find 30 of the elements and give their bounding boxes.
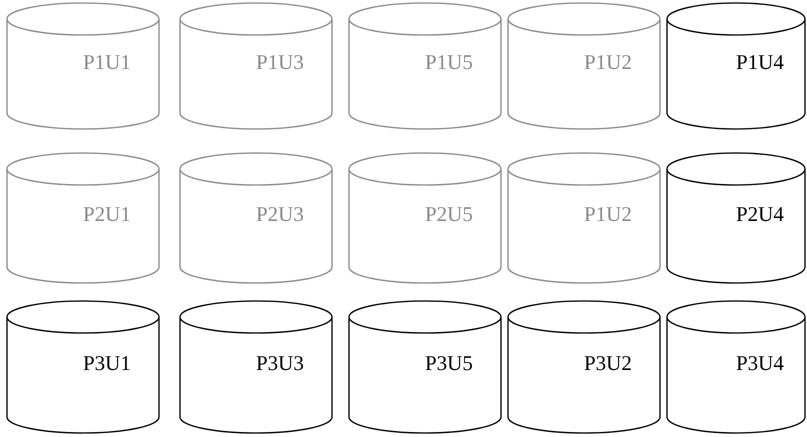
storage-cylinder <box>507 2 661 130</box>
cylinder-label: P1U1 <box>83 50 131 74</box>
storage-cylinder <box>6 152 160 284</box>
cylinder-label: P3U2 <box>584 351 632 375</box>
cylinder-label: P1U4 <box>736 50 784 74</box>
cylinder-label: P2U4 <box>736 202 784 226</box>
storage-cylinder <box>666 2 806 130</box>
storage-cylinder <box>666 152 806 284</box>
storage-cylinder <box>507 152 661 284</box>
cylinder-label: P2U1 <box>83 202 131 226</box>
cylinder-label: P1U3 <box>256 50 304 74</box>
cylinder-label: P2U5 <box>425 202 473 226</box>
cylinder-label: P1U5 <box>425 50 473 74</box>
cylinder-label: P3U5 <box>425 351 473 375</box>
cylinder-label: P1U2 <box>584 50 632 74</box>
cylinder-label: P3U3 <box>256 351 304 375</box>
storage-cylinder <box>507 300 661 434</box>
storage-cylinder <box>348 300 502 434</box>
cylinder-label: P3U4 <box>736 351 784 375</box>
cylinder-label: P3U1 <box>83 351 131 375</box>
storage-cylinder <box>179 300 333 434</box>
storage-cylinder <box>348 2 502 130</box>
cylinder-label: P2U3 <box>256 202 304 226</box>
storage-cylinder <box>6 300 160 434</box>
storage-cylinder <box>179 2 333 130</box>
storage-cylinder <box>666 300 806 434</box>
storage-cylinder <box>179 152 333 284</box>
cylinder-label: P1U2 <box>584 202 632 226</box>
storage-cylinder <box>348 152 502 284</box>
storage-cylinder <box>6 2 160 130</box>
